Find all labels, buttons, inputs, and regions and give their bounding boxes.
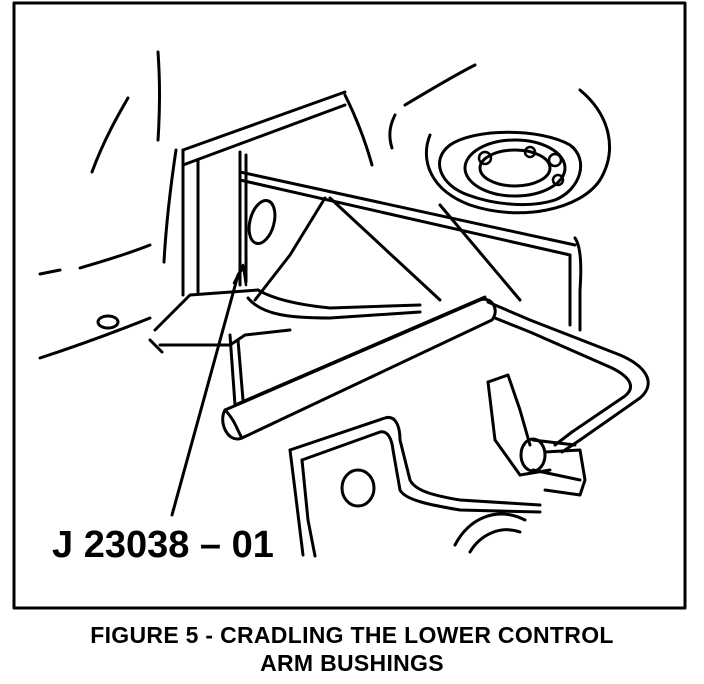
figure-caption-line-1: FIGURE 5 - CRADLING THE LOWER CONTROL — [90, 622, 614, 648]
tool-clip — [486, 373, 552, 477]
crossmember-slot — [247, 199, 277, 245]
cradle-tool-bar — [221, 295, 497, 441]
lower-curve — [453, 512, 527, 554]
callout-leader-arrow — [232, 263, 248, 287]
cradle-tool-bracket — [486, 300, 650, 454]
crossmember-box — [238, 150, 583, 332]
tool-pin — [519, 437, 582, 482]
tool-callout-label: J 23038 – 01 — [52, 524, 274, 566]
callout-leader-line — [170, 266, 245, 517]
bushing-ring — [388, 63, 612, 215]
figure-caption-line-2: ARM BUSHINGS — [260, 650, 444, 676]
tool-plate — [543, 448, 587, 497]
lower-bracket-hole — [340, 468, 376, 508]
frame-rail — [181, 90, 374, 297]
figure-frame — [12, 1, 687, 610]
body-contour-upper-left — [38, 50, 178, 360]
lower-bracket — [288, 415, 542, 558]
left-oval-hole — [96, 314, 120, 330]
lower-control-arm — [148, 288, 422, 354]
